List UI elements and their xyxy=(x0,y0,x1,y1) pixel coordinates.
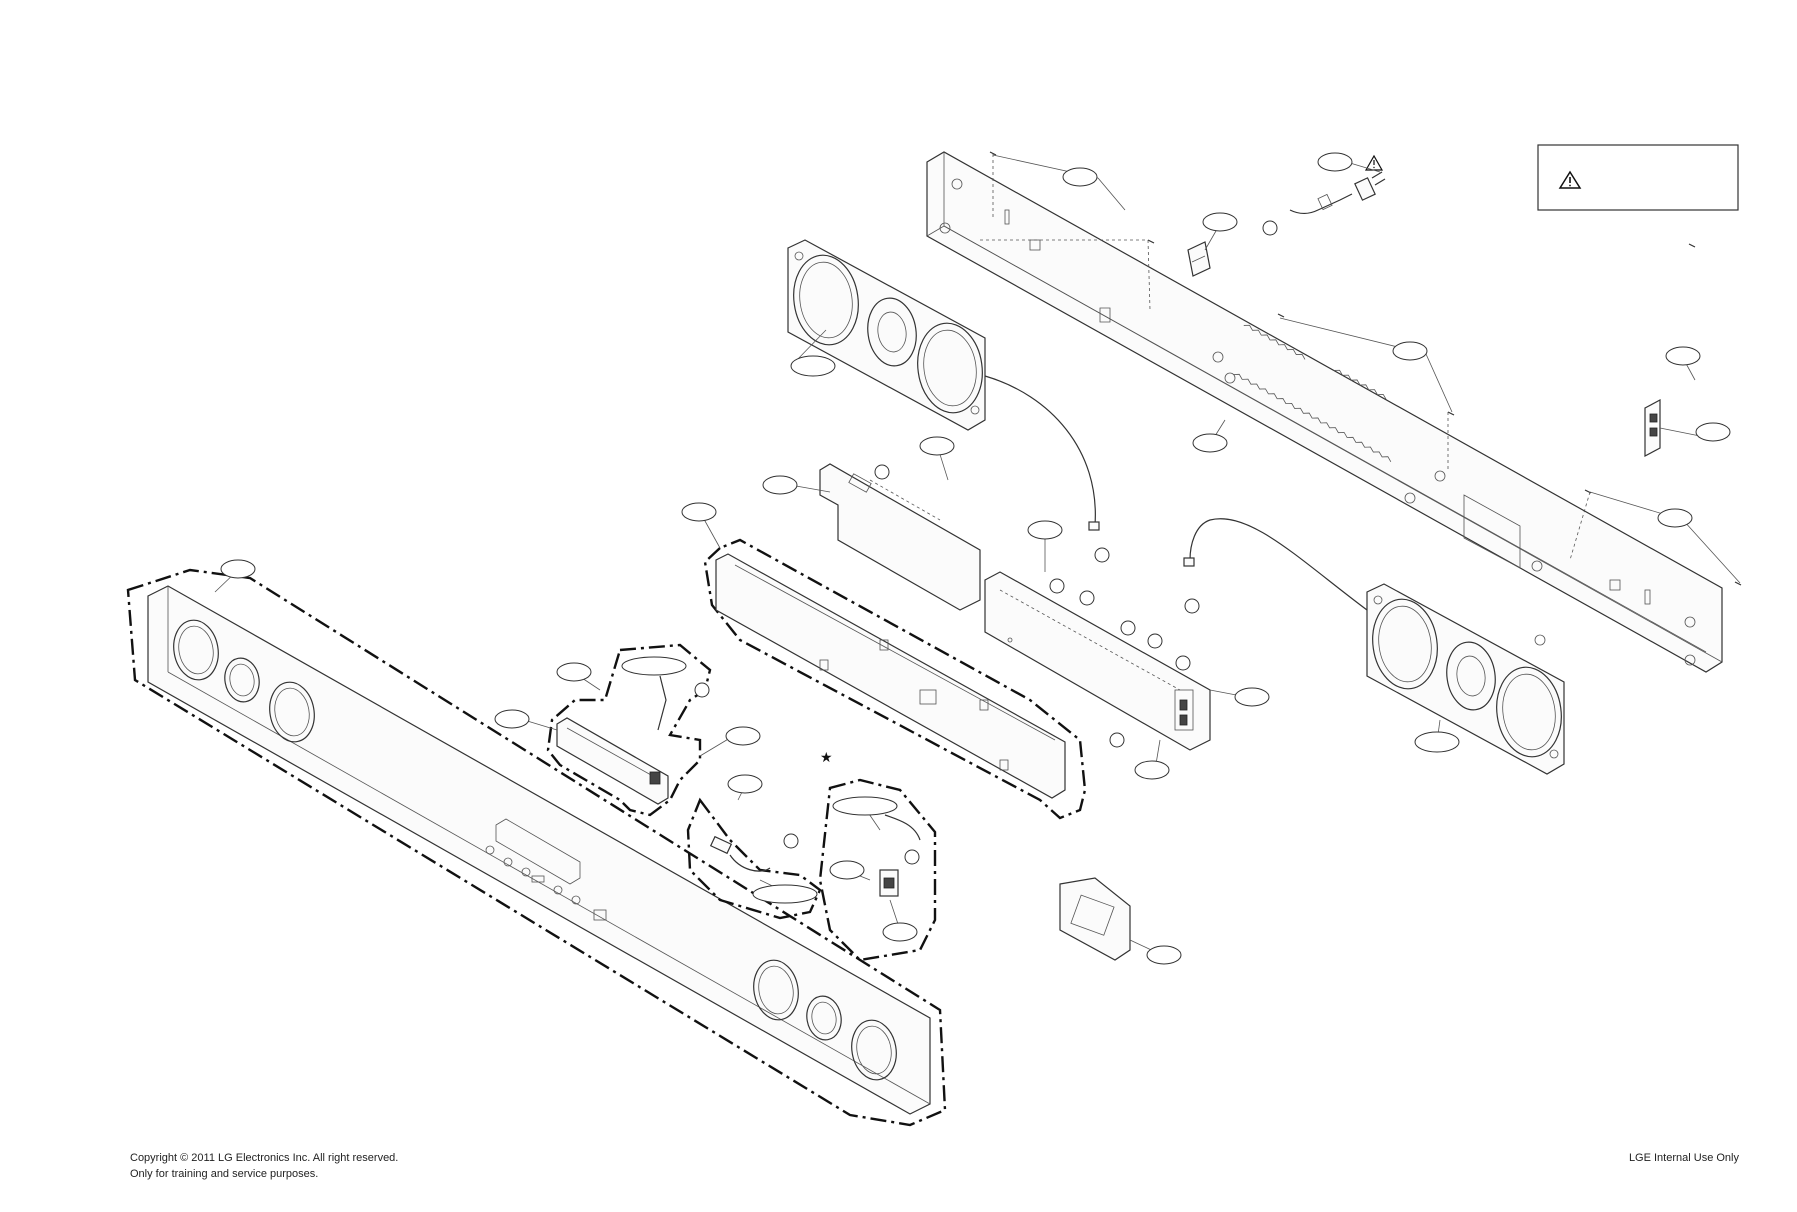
speaker-left xyxy=(787,239,1100,531)
mounting-bracket xyxy=(1059,877,1131,961)
power-cord xyxy=(1289,154,1386,214)
front-frame-assembly xyxy=(703,538,1087,820)
front-grille xyxy=(126,568,947,1127)
rear-cabinet xyxy=(926,151,1742,673)
input-jack-plate xyxy=(1644,399,1661,457)
connector-cable xyxy=(686,797,822,920)
main-pcb xyxy=(819,463,981,611)
warning-triangle-icon xyxy=(1364,154,1384,171)
sub-pcb-assembly xyxy=(818,778,937,962)
display-board-assembly xyxy=(546,643,712,817)
speaker-right xyxy=(1183,518,1565,775)
amp-pcb xyxy=(984,571,1211,751)
asterisk-marker: ★ xyxy=(820,750,833,766)
reference-circles xyxy=(694,220,1278,865)
safety-warning-box xyxy=(1537,144,1739,211)
warning-triangle-icon xyxy=(1558,170,1582,189)
vent-grille xyxy=(1233,324,1392,462)
footer-copyright-block: Copyright © 2011 LG Electronics Inc. All… xyxy=(130,1150,398,1182)
footer-purpose: Only for training and service purposes. xyxy=(130,1168,319,1180)
footer-copyright: Copyright © 2011 LG Electronics Inc. All… xyxy=(130,1152,399,1164)
cord-clamp-bracket xyxy=(1187,241,1211,277)
callout-bubbles xyxy=(220,152,1731,965)
footer-internal-use: LGE Internal Use Only xyxy=(1628,1152,1739,1164)
